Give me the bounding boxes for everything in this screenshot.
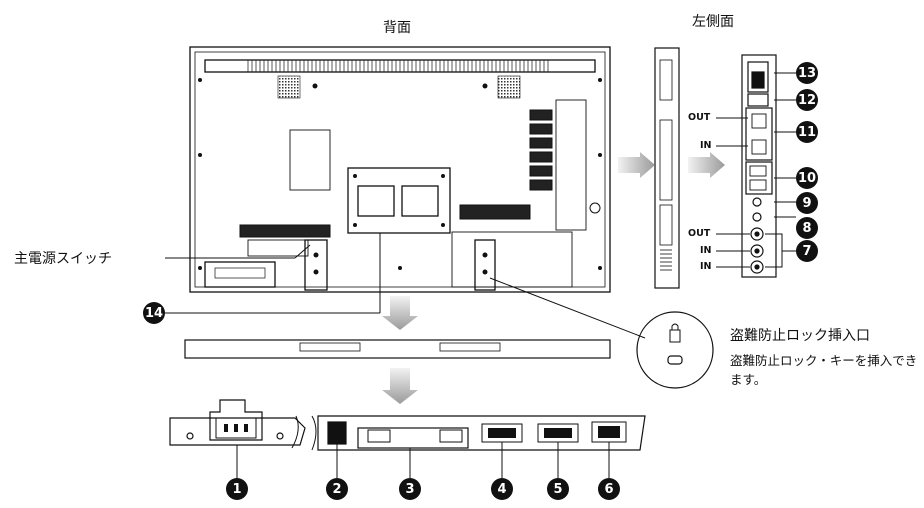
callout-number-7: 7: [796, 240, 818, 262]
main-power-switch-label: 主電源スイッチ: [14, 251, 112, 267]
port-label-out-lower: OUT: [688, 228, 711, 239]
bottom-view-closeup: [169, 399, 646, 451]
side-view-closeup: [741, 54, 777, 278]
callout-number-5: 5: [547, 478, 569, 500]
port-label-in-lower-1: IN: [700, 245, 712, 256]
callout-number-11: 11: [796, 121, 818, 143]
callout-number-4: 4: [491, 478, 513, 500]
port-label-in-lower-2: IN: [700, 261, 712, 272]
arrow-rear-to-side: [618, 152, 725, 178]
side-view-thin: [654, 47, 680, 289]
callout-number-14: 14: [143, 302, 165, 324]
left-side-view-title: 左側面: [692, 14, 734, 30]
bottom-view-thin: [184, 339, 611, 359]
callout-number-6: 6: [598, 478, 620, 500]
callout-number-10: 10: [796, 167, 818, 189]
leader-lines: [165, 72, 796, 478]
arrow-rear-to-bottom: [382, 296, 418, 404]
callout-number-1: 1: [226, 478, 248, 500]
security-slot-inset: [636, 311, 714, 389]
callout-number-2: 2: [326, 478, 348, 500]
port-label-in-upper: IN: [700, 140, 712, 151]
port-label-out-upper: OUT: [688, 112, 711, 123]
callout-number-12: 12: [796, 89, 818, 111]
rear-view-title: 背面: [383, 20, 411, 36]
rear-view: [189, 46, 611, 293]
security-slot-note: 盗難防止ロック・キーを挿入できます。: [730, 353, 918, 387]
callout-number-8: 8: [796, 217, 818, 239]
callout-number-13: 13: [796, 62, 818, 84]
callout-number-3: 3: [399, 478, 421, 500]
callout-number-9: 9: [796, 192, 818, 214]
security-slot-title: 盗難防止ロック挿入口: [730, 328, 870, 344]
